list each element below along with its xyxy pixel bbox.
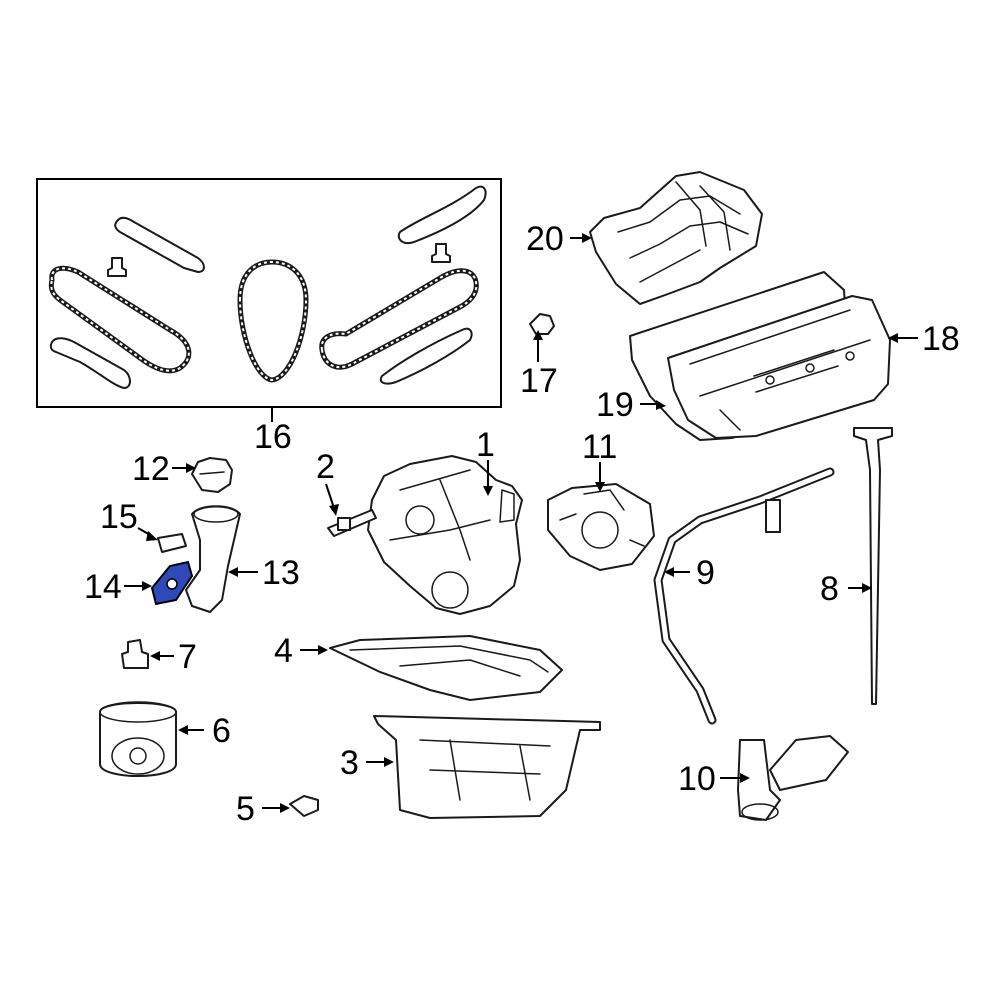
right-upper-chain-guide <box>397 185 487 244</box>
drain-plug[interactable] <box>121 639 149 669</box>
timing-chain-kit-group[interactable] <box>36 178 502 408</box>
left-lower-chain-guide <box>49 337 131 389</box>
callout-15: 15 <box>100 498 138 536</box>
valve-cover[interactable] <box>667 295 891 439</box>
dipstick-tube[interactable] <box>653 467 835 725</box>
filler-tube-gasket[interactable] <box>150 560 194 606</box>
oil-filter[interactable] <box>99 701 177 777</box>
callout-12: 12 <box>132 450 170 488</box>
intake-manifold[interactable] <box>589 171 763 305</box>
callout-4: 4 <box>274 632 293 670</box>
callout-2: 2 <box>316 448 335 486</box>
callout-16: 16 <box>254 418 292 456</box>
oil-pump[interactable] <box>547 483 655 571</box>
timing-cover[interactable] <box>367 455 523 615</box>
guide-bolt-right <box>431 243 451 263</box>
callout-7: 7 <box>178 638 197 676</box>
dipstick[interactable] <box>853 427 893 705</box>
callout-10: 10 <box>678 760 716 798</box>
guide-bolt-left <box>107 257 127 277</box>
callout-17: 17 <box>520 362 558 400</box>
oil-pan[interactable] <box>373 715 601 819</box>
callout-3: 3 <box>340 744 359 782</box>
oil-pan-gasket[interactable] <box>329 635 563 701</box>
callout-11: 11 <box>582 428 617 466</box>
callout-13: 13 <box>262 554 300 592</box>
oil-filler-tube[interactable] <box>185 505 241 613</box>
callout-18: 18 <box>922 320 960 358</box>
oil-filler-cap[interactable] <box>191 457 233 493</box>
oil-pan-bolt[interactable] <box>289 795 319 817</box>
callout-1: 1 <box>476 426 495 464</box>
wiring-clip[interactable] <box>529 313 555 335</box>
oil-pickup-tube[interactable] <box>737 735 849 821</box>
sensor[interactable] <box>327 509 377 537</box>
callout-20: 20 <box>526 220 564 258</box>
callout-6: 6 <box>212 712 231 750</box>
mounting-bolt[interactable] <box>157 533 187 553</box>
callout-9: 9 <box>696 554 715 592</box>
callout-14: 14 <box>84 568 122 606</box>
callout-5: 5 <box>236 790 255 828</box>
callout-8: 8 <box>820 570 839 608</box>
left-upper-chain-guide <box>114 216 205 273</box>
callout-19: 19 <box>596 386 634 424</box>
right-lower-chain-guide <box>379 327 473 385</box>
